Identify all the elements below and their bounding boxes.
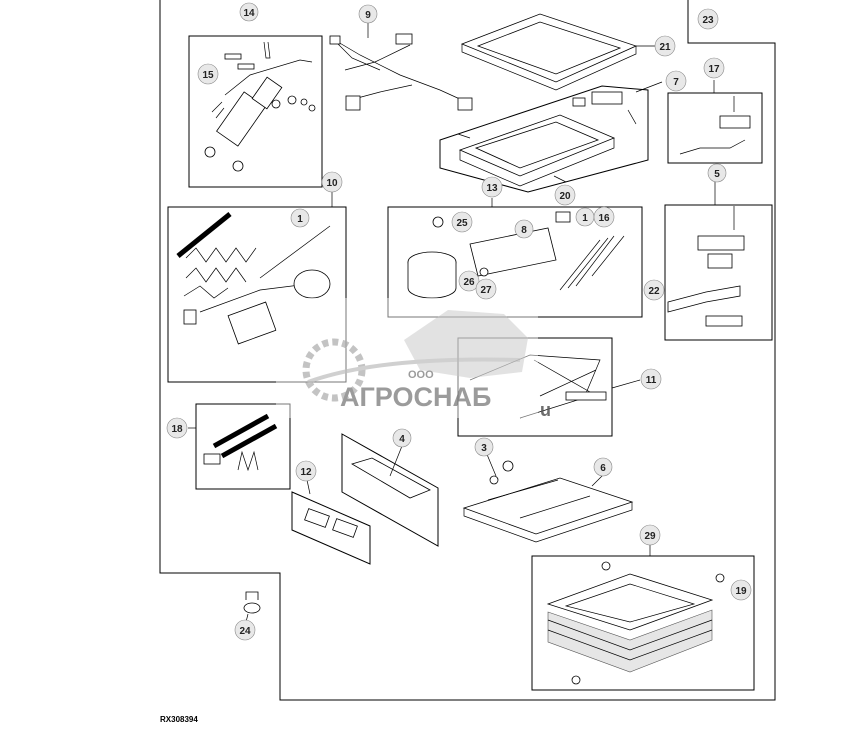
bracket-4 [351, 445, 431, 499]
callout-29: 29 [639, 524, 661, 546]
watermark-brand: АГРОСНАБ [340, 382, 491, 412]
svg-text:1: 1 [297, 214, 303, 225]
callout-4: 4 [392, 428, 412, 448]
svg-text:22: 22 [648, 286, 660, 297]
callout-18: 18 [166, 417, 188, 439]
group-box-14 [188, 35, 323, 188]
assembly-outline [159, 0, 776, 701]
callout-22: 22 [643, 279, 665, 301]
group-box-12 [291, 491, 371, 565]
frame-21 [460, 13, 656, 91]
svg-text:17: 17 [708, 64, 720, 75]
svg-text:9: 9 [365, 10, 371, 21]
callout-1a: 1 [290, 208, 310, 228]
group-box-17 [667, 92, 763, 164]
svg-text:1: 1 [582, 213, 588, 224]
callout-10: 10 [321, 171, 343, 193]
svg-text:15: 15 [202, 70, 214, 81]
callout-25: 25 [451, 211, 473, 233]
reference-code: RX308394 [160, 715, 198, 724]
callout-6: 6 [593, 457, 613, 477]
group-box-13 [387, 206, 643, 318]
svg-text:24: 24 [239, 626, 251, 637]
callout-19: 19 [730, 579, 752, 601]
springs-18 [188, 413, 278, 472]
switch-covers-12 [304, 479, 358, 538]
lumbar-parts-5 [667, 180, 745, 327]
callout-17: 17 [703, 57, 725, 79]
group-box-11 [457, 337, 613, 437]
svg-text:29: 29 [644, 531, 656, 542]
callout-11: 11 [640, 368, 662, 390]
svg-text:10: 10 [326, 178, 338, 189]
group-box-18 [195, 403, 291, 490]
svg-text:18: 18 [171, 424, 183, 435]
svg-text:8: 8 [521, 225, 527, 236]
agrosnab-watermark: ООО АГРОСНАБ u [276, 298, 551, 420]
watermark-suffix: u [540, 400, 551, 420]
svg-text:21: 21 [659, 42, 671, 53]
svg-text:23: 23 [702, 15, 714, 26]
inner-box-22 [664, 310, 772, 341]
svg-text:7: 7 [673, 77, 679, 88]
watermark-prefix: ООО [408, 369, 434, 381]
callout-23: 23 [697, 8, 719, 30]
svg-text:16: 16 [598, 213, 610, 224]
svg-text:26: 26 [463, 277, 475, 288]
svg-text:20: 20 [559, 191, 571, 202]
group-box-4 [341, 433, 439, 547]
callout-13: 13 [481, 176, 503, 198]
svg-text:14: 14 [243, 8, 255, 19]
svg-text:11: 11 [646, 375, 657, 386]
callouts: 14 9 23 21 15 17 7 10 13 20 5 1 25 8 1 1… [166, 2, 752, 641]
svg-text:25: 25 [456, 218, 468, 229]
callout-9: 9 [358, 4, 378, 24]
callout-16: 16 [593, 206, 615, 228]
svg-text:3: 3 [481, 443, 487, 454]
suspension-bellows-19 [546, 544, 725, 685]
callout-1b: 1 [575, 207, 595, 227]
svg-text:19: 19 [735, 586, 747, 597]
base-plate-6 [462, 451, 634, 543]
knob-24 [243, 591, 261, 623]
callout-8: 8 [514, 219, 534, 239]
callout-5: 5 [707, 163, 727, 183]
svg-text:5: 5 [714, 169, 720, 180]
wiring-harness-9 [329, 20, 473, 111]
callout-26: 26 [458, 270, 480, 292]
cushion-parts-13 [407, 198, 625, 299]
group-box-29 [531, 555, 755, 691]
callout-27: 27 [475, 278, 497, 300]
callout-7: 7 [665, 70, 687, 92]
callout-12: 12 [295, 460, 317, 482]
callout-20: 20 [554, 184, 576, 206]
svg-text:12: 12 [300, 467, 312, 478]
actuator-assembly-14 [204, 41, 316, 172]
callout-14: 14 [239, 2, 259, 22]
callout-21: 21 [654, 35, 676, 57]
svg-text:4: 4 [399, 434, 405, 445]
lever-17 [679, 80, 751, 155]
callout-3: 3 [474, 437, 494, 457]
group-box-7 [439, 85, 649, 193]
callout-24: 24 [234, 619, 256, 641]
svg-text:13: 13 [486, 183, 498, 194]
group-box-10 [167, 206, 347, 383]
callout-15: 15 [197, 63, 219, 85]
actuator-kit-10 [176, 192, 333, 345]
svg-text:27: 27 [480, 285, 492, 296]
slide-frame-7 [457, 81, 663, 187]
svg-text:6: 6 [600, 463, 606, 474]
